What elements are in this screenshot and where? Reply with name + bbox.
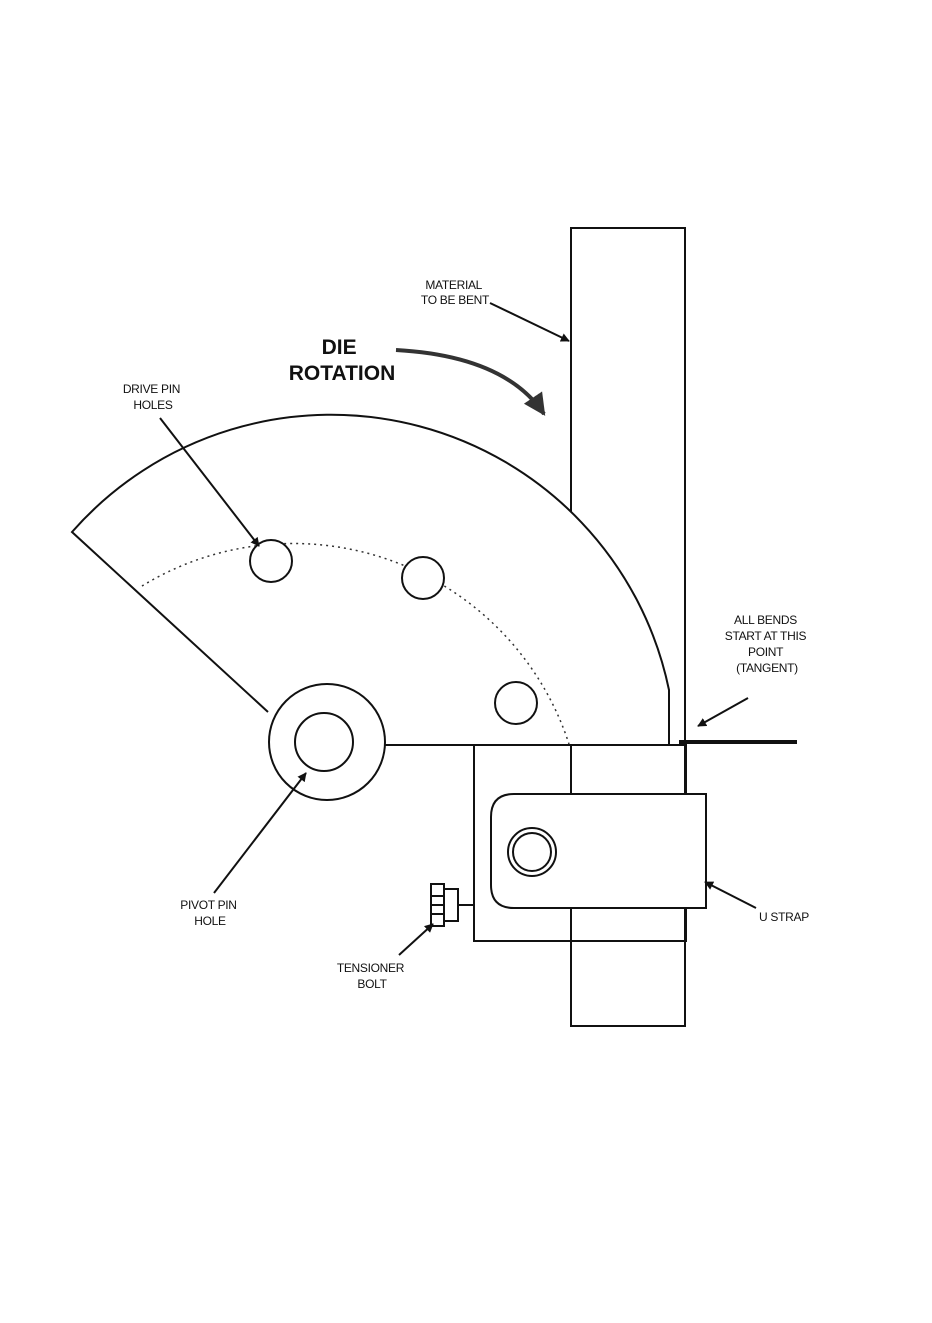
pivot-label: PIVOT PIN HOLE	[180, 898, 239, 928]
material-label: MATERIAL TO BE BENT	[421, 278, 490, 307]
drive-pin-label: DRIVE PIN HOLES	[123, 382, 183, 412]
bends-leader-arrow	[698, 698, 748, 726]
bending-die	[72, 415, 669, 745]
u-strap-bolt-outer	[508, 828, 556, 876]
drive-pin-hole-1	[250, 540, 292, 582]
bends-label: ALL BENDS START AT THIS POINT (TANGENT)	[725, 613, 810, 675]
tensioner-leader-arrow	[399, 924, 433, 955]
die-rotation-label: DIE ROTATION	[289, 336, 396, 385]
drive-pin-hole-3	[495, 682, 537, 724]
u-strap-leader-arrow	[705, 882, 756, 908]
tensioner-bolt	[431, 884, 474, 926]
pivot-leader-arrow	[214, 773, 306, 893]
pivot-pin-hole	[295, 713, 353, 771]
drive-pin-hole-2	[402, 557, 444, 599]
die-rotation-arrow	[396, 350, 544, 414]
u-strap-label: U STRAP	[759, 910, 809, 924]
material-leader-arrow	[490, 303, 569, 341]
tensioner-label: TENSIONER BOLT	[337, 961, 407, 991]
